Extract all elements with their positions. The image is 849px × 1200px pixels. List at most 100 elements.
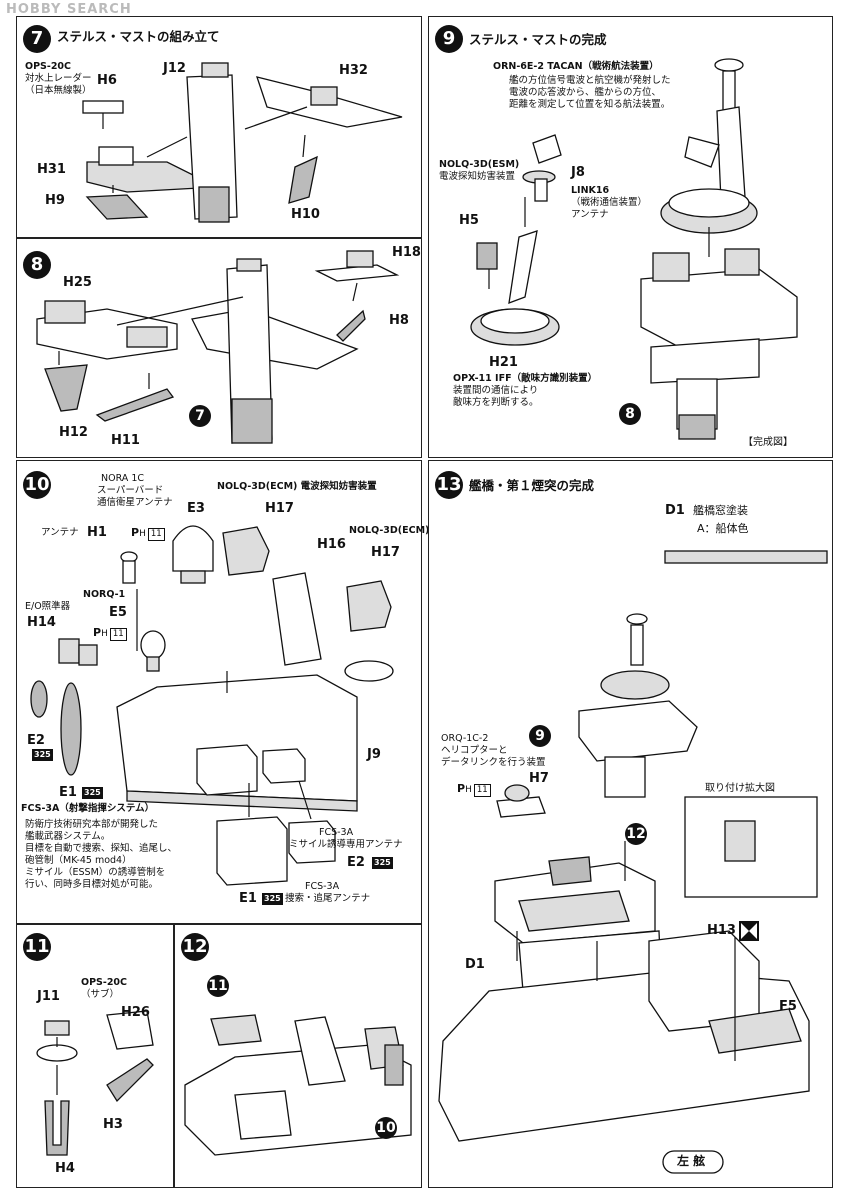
step8-diagram	[36, 250, 400, 444]
part-e2-b: E2	[347, 855, 365, 870]
step12-panel: 12 11 10	[174, 924, 422, 1188]
step9-panel: 9 ステルス・マストの完成 ORN-6E-2 TACAN（戦術航法装置） 艦の方…	[428, 16, 833, 458]
step9-esm-line2: 電波探知妨害装置	[439, 171, 516, 182]
part-e3: E3	[187, 501, 205, 516]
part-h26: H26	[121, 1005, 150, 1020]
step10-number: 10	[23, 471, 51, 499]
nora-line1: NORA 1C	[101, 473, 144, 484]
watermark: HOBBY SEARCH	[6, 2, 132, 17]
part-h9: H9	[45, 193, 65, 208]
part-h14: H14	[27, 615, 56, 630]
step12-ref-11: 11	[207, 975, 229, 997]
orq-line3: データリンクを行う装置	[441, 757, 546, 768]
step11-panel: 11 OPS-20C （サブ） J11 H26 H4 H3	[16, 924, 174, 1188]
nora-line3: 通信衛星アンテナ	[97, 497, 173, 508]
step9-ref-8: 8	[619, 403, 641, 425]
d1-color: A：船体色	[697, 522, 749, 535]
nolq-top-label: NOLQ-3D(ECM) 電波探知妨害装置	[217, 481, 377, 492]
step9-tacan-line1: ORN-6E-2 TACAN（戦術航法装置）	[493, 61, 659, 72]
part-j8: J8	[571, 165, 585, 180]
step9-link-line1: LINK16	[571, 185, 610, 196]
search-line2: 捜索・追尾アンテナ	[285, 893, 371, 904]
detail-label: 取り付け拡大図	[705, 783, 775, 794]
part-h17-right: H17	[371, 545, 400, 560]
step9-diagram	[470, 58, 798, 440]
fcs-line4: 目標を自動で捜索、探知、追尾し、	[25, 843, 178, 854]
step12-number: 12	[181, 933, 209, 961]
part-d1: D1	[465, 957, 485, 972]
part-e2: E2	[27, 733, 45, 748]
step12-ref-10: 10	[375, 1117, 397, 1139]
step9-number: 9	[435, 25, 463, 53]
step8-ref-7: 7	[189, 405, 211, 427]
step7-title: ステルス・マストの組み立て	[57, 29, 220, 44]
nora-line2: スーパーバード	[97, 485, 164, 496]
step11-number: 11	[23, 933, 51, 961]
step12-diagram	[184, 1014, 412, 1156]
fcs-line6: ミサイル（ESSM）の誘導管制を	[25, 867, 166, 878]
fcs-line3: 艦載武器システム。	[25, 831, 111, 842]
step9-tacan-line4: 距離を測定して位置を知る航法装置。	[509, 99, 671, 110]
badge-e1-b: 325	[262, 893, 283, 905]
search-line1: FCS-3A	[305, 881, 340, 892]
part-h18: H18	[392, 245, 421, 260]
part-h16: H16	[317, 537, 346, 552]
eo-label: E/O照準器	[25, 601, 71, 612]
part-h5: H5	[459, 213, 479, 228]
step13-number: 13	[435, 471, 463, 499]
step13-title: 艦橋・第１煙突の完成	[469, 478, 595, 493]
part-h25: H25	[63, 275, 92, 290]
step13-ref-9: 9	[529, 725, 551, 747]
fcs-line2: 防衛庁技術研究本部が開発した	[25, 819, 159, 830]
badge-e1: 325	[82, 787, 103, 799]
step11-ops-line2: （サブ）	[81, 989, 120, 1000]
part-h21: H21	[489, 355, 518, 370]
step9-link-line2: （戦術通信装置）	[571, 197, 648, 208]
part-j12: J12	[163, 61, 186, 76]
step9-iff-line2: 装置間の通信により	[453, 385, 539, 396]
part-e1: E1	[59, 785, 77, 800]
orq-line1: ORQ-1C-2	[441, 733, 489, 744]
step7-panel: 7 ステルス・マストの組み立て OPS-20C 対水上レーダー （日本無線製） …	[16, 16, 422, 238]
norq-label: NORQ-1	[83, 589, 126, 600]
step9-complete-label: 【完成図】	[743, 437, 793, 448]
missile-line1: FCS-3A	[319, 827, 354, 838]
part-h11: H11	[111, 433, 140, 448]
step7-diagram	[82, 62, 403, 223]
step8-number: 8	[23, 251, 51, 279]
part-e1-b: E1	[239, 891, 257, 906]
part-j9: J9	[367, 747, 381, 762]
step9-title: ステルス・マストの完成	[469, 32, 607, 47]
part-h17-top: H17	[265, 501, 294, 516]
step9-link-line3: アンテナ	[571, 209, 609, 220]
step11-diagram	[36, 1010, 154, 1156]
step8-panel: 8 H25 H18 H8 H12 H11 7	[16, 238, 422, 458]
step13-diagram	[438, 550, 828, 1174]
part-h8: H8	[389, 313, 409, 328]
part-e5: E5	[109, 605, 127, 620]
step11-ops-line1: OPS-20C	[81, 977, 128, 988]
part-h4: H4	[55, 1161, 75, 1176]
step7-ops-line1: OPS-20C	[25, 61, 72, 72]
antenna-label: アンテナ	[41, 527, 79, 538]
badge-e2: 325	[32, 749, 53, 761]
part-h6: H6	[97, 73, 117, 88]
missile-line2: ミサイル誘導専用アンテナ	[289, 839, 403, 850]
step9-tacan-line2: 艦の方位信号電波と航空機が発射した	[509, 75, 671, 86]
part-h13: H13	[707, 923, 736, 938]
part-h10: H10	[291, 207, 320, 222]
d1-desc: 艦橋窓塗装	[693, 504, 748, 517]
part-h7: H7	[529, 771, 549, 786]
badge-e2-b: 325	[372, 857, 393, 869]
step7-number: 7	[23, 25, 51, 53]
step10-panel: 10 NORA 1C スーパーバード 通信衛星アンテナ NOLQ-3D(ECM)…	[16, 460, 429, 924]
side-label: 左 舷	[677, 1154, 706, 1168]
part-h3: H3	[103, 1117, 123, 1132]
step10-diagram	[30, 525, 394, 886]
step13-panel: 13 艦橋・第１煙突の完成 D1 艦橋窓塗装 A：船体色 ORQ-1C-2 ヘリ…	[428, 460, 833, 1188]
step9-esm-line1: NOLQ-3D(ESM)	[439, 159, 520, 170]
nolq-right-label: NOLQ-3D(ECM)	[349, 525, 430, 536]
fcs-line1: FCS-3A（射撃指揮システム）	[21, 803, 155, 814]
part-h31: H31	[37, 162, 66, 177]
